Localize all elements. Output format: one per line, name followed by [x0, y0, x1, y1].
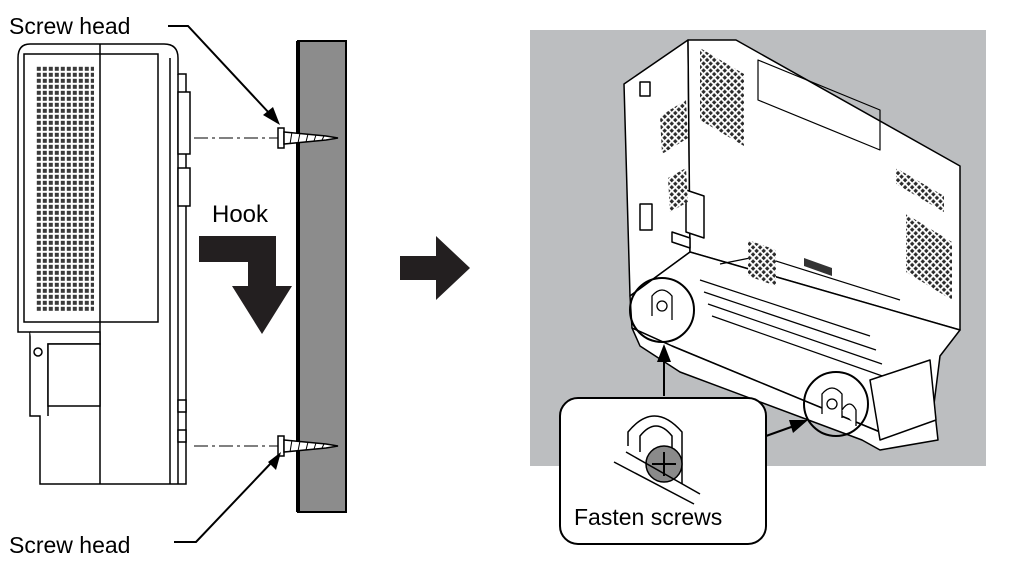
screw-head-label-top: Screw head	[9, 13, 131, 39]
leader-arrowhead	[263, 107, 280, 125]
unit-side-profile	[17, 43, 191, 485]
screw-highlight-circle	[803, 371, 869, 437]
perspective-view	[530, 30, 986, 545]
arrow-right-icon	[400, 236, 470, 300]
leader-lines	[168, 25, 273, 543]
screw-icon	[194, 435, 339, 457]
leader-arrowhead	[268, 452, 281, 470]
side-view	[17, 25, 347, 543]
screw-icon	[194, 127, 339, 149]
fasten-screws-label: Fasten screws	[574, 504, 723, 530]
unit-perspective	[623, 39, 961, 451]
screw-head-label-bottom: Screw head	[9, 532, 131, 558]
wall	[297, 40, 347, 513]
hook-arrow-icon	[199, 236, 292, 334]
leader-arrowhead	[657, 344, 671, 362]
leader-arrowhead	[789, 420, 808, 433]
screw-highlight-circle	[629, 277, 695, 343]
screw-icon	[613, 415, 701, 505]
hook-label: Hook	[212, 201, 269, 228]
leader-lines	[663, 358, 795, 437]
